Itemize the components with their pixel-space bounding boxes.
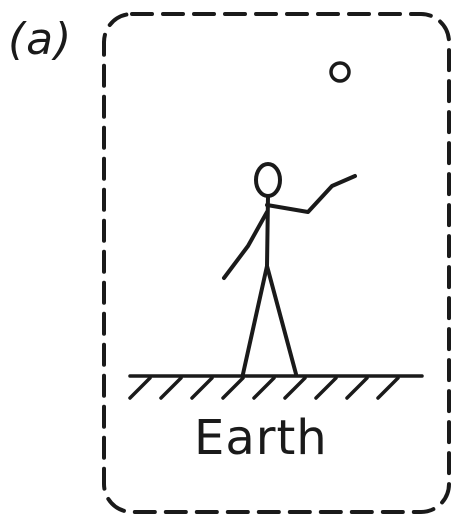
figure-leg-right <box>267 266 296 374</box>
figure-leg-left <box>243 266 267 374</box>
figure-head <box>256 164 280 196</box>
ball-icon <box>331 63 349 81</box>
caption-label: Earth <box>194 414 354 462</box>
panel-label: (a) <box>8 18 72 62</box>
stick-figure <box>224 164 355 374</box>
ground <box>130 376 422 398</box>
figure-arm-left <box>224 212 267 278</box>
